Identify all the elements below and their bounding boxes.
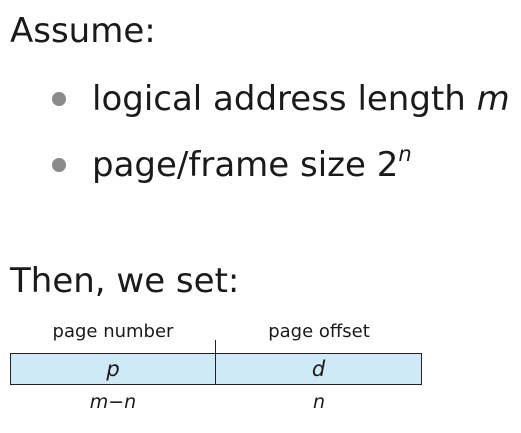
assume-heading: Assume: bbox=[10, 11, 156, 51]
variable-m: m bbox=[476, 79, 510, 119]
page-offset-label: page offset bbox=[268, 321, 370, 342]
assumption-text: logical address length m bbox=[92, 76, 510, 122]
page-number-bits-label: m−n bbox=[89, 391, 137, 413]
page-offset-field: d bbox=[216, 353, 422, 385]
then-heading: Then, we set: bbox=[10, 261, 240, 301]
assumption-label: page/frame size 2 bbox=[92, 145, 399, 185]
exponent-n: n bbox=[398, 141, 412, 166]
assumption-text: page/frame size 2n bbox=[92, 142, 412, 188]
page-offset-bits-label: n bbox=[312, 391, 326, 413]
field-divider-tick bbox=[215, 340, 216, 354]
page-number-label: page number bbox=[52, 321, 174, 342]
address-format-diagram: page number page offset p d m−n n bbox=[10, 318, 422, 418]
bullet-icon bbox=[52, 92, 66, 106]
assumption-label: logical address length bbox=[92, 79, 477, 119]
bullet-icon bbox=[52, 158, 66, 172]
page-number-field: p bbox=[10, 353, 216, 385]
